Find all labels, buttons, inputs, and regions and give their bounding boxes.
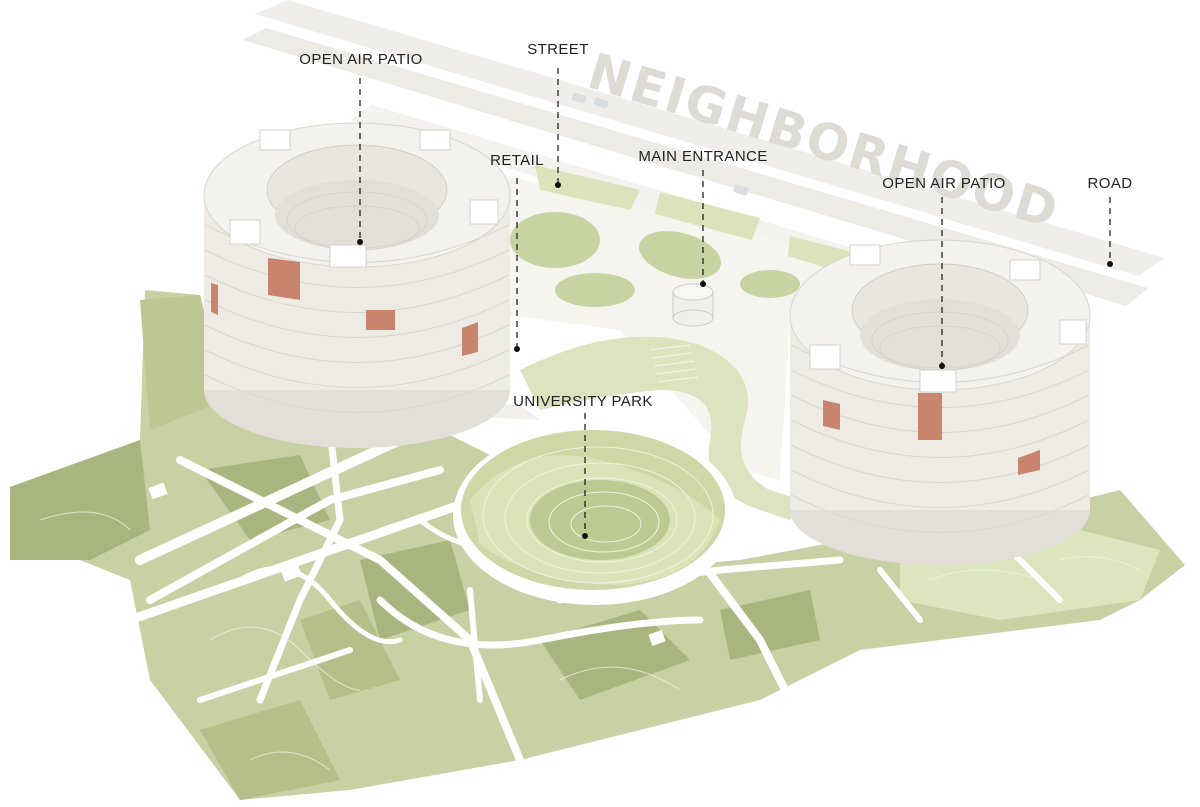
label-road: ROAD bbox=[1088, 175, 1133, 192]
label-street: STREET bbox=[527, 41, 589, 58]
car-icon bbox=[733, 184, 749, 196]
leader-dot bbox=[939, 363, 945, 369]
label-university-park: UNIVERSITY PARK bbox=[513, 393, 653, 410]
ramp-steps bbox=[649, 344, 699, 383]
car-icons bbox=[571, 92, 749, 196]
leader-dot bbox=[555, 182, 561, 188]
car-icon bbox=[593, 97, 609, 109]
lawn-patch bbox=[639, 231, 721, 279]
left-building bbox=[203, 122, 511, 448]
lawn-patch bbox=[740, 270, 800, 298]
car-icon bbox=[571, 92, 587, 104]
lawn-patch bbox=[555, 273, 635, 307]
plaza-lawns bbox=[510, 165, 860, 307]
entrance-kiosk bbox=[672, 283, 714, 327]
labels: OPEN AIR PATIO STREET RETAIL MAIN ENTRAN… bbox=[299, 41, 1132, 410]
label-open-air-patio-left: OPEN AIR PATIO bbox=[299, 51, 422, 68]
lawn-patch bbox=[510, 212, 600, 268]
leader-lines bbox=[357, 68, 1113, 539]
road-strip-inner bbox=[243, 28, 1148, 306]
label-open-air-patio-right: OPEN AIR PATIO bbox=[882, 175, 1005, 192]
right-building-windows bbox=[823, 393, 1040, 475]
university-park-bowl bbox=[453, 425, 737, 605]
pavilion bbox=[648, 629, 666, 647]
park-zone-dark bbox=[10, 440, 150, 560]
leader-dot bbox=[357, 239, 363, 245]
pavilion bbox=[280, 562, 302, 582]
label-main-entrance: MAIN ENTRANCE bbox=[638, 148, 767, 165]
label-retail: RETAIL bbox=[490, 152, 544, 169]
leader-dot bbox=[1107, 261, 1113, 267]
green-ramp bbox=[520, 336, 800, 520]
leader-dot bbox=[582, 533, 588, 539]
park-zone-dark bbox=[200, 700, 340, 800]
lawn-patch bbox=[655, 192, 760, 240]
right-building bbox=[789, 239, 1091, 565]
pavilion bbox=[148, 482, 168, 500]
park-zone-dark bbox=[720, 590, 820, 660]
left-building-windows bbox=[211, 258, 478, 356]
leader-dot bbox=[700, 281, 706, 287]
park-zone-light bbox=[140, 295, 225, 430]
lawn-patch bbox=[535, 165, 640, 210]
left-building-floor-lines bbox=[204, 224, 510, 413]
park-contours bbox=[39, 511, 1141, 771]
road-strip-outer bbox=[255, 0, 1165, 276]
leader-dot bbox=[514, 346, 520, 352]
